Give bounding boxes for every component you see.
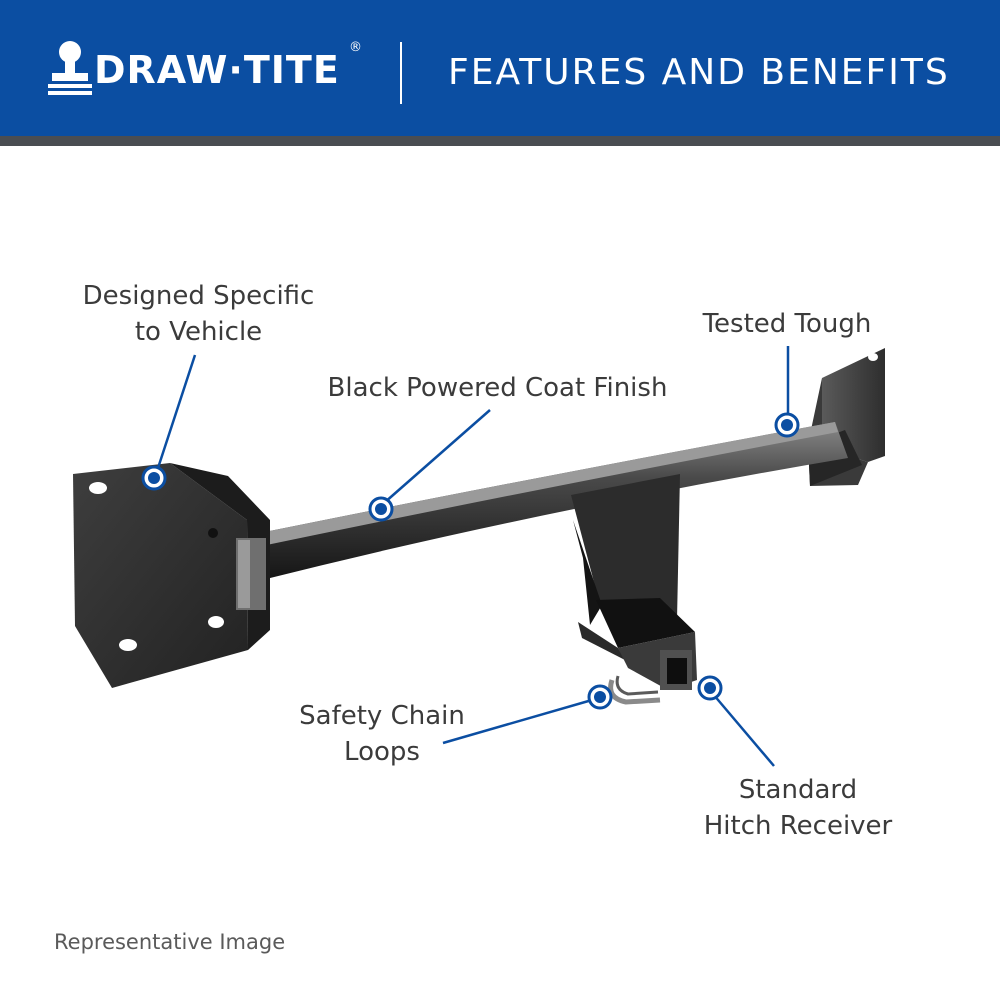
receiver-shank <box>571 474 697 690</box>
brand-name: DRAW·TITE <box>94 48 340 92</box>
callout-receiver-line1: Standard <box>738 775 858 805</box>
registered-mark: ® <box>349 40 362 55</box>
header-divider <box>400 42 402 104</box>
coat-finish-marker <box>368 496 394 522</box>
brand-logo: DRAW·TITE ® <box>46 40 371 102</box>
callout-safety-line1: Safety Chain <box>299 701 465 731</box>
callout-receiver-line2: Hitch Receiver <box>703 811 893 841</box>
safety-chain-loop <box>608 675 661 705</box>
callout-hitch-receiver: Standard Hitch Receiver <box>680 772 916 844</box>
right-mounting-bracket <box>808 348 885 486</box>
header-banner <box>0 0 1000 136</box>
callout-safety-chain: Safety Chain Loops <box>282 698 482 770</box>
callout-safety-line2: Loops <box>344 737 420 767</box>
header-accent-strip <box>0 136 1000 146</box>
callout-coat-finish: Black Powered Coat Finish <box>327 373 668 403</box>
callout-lines <box>156 346 790 767</box>
tested-tough-marker <box>774 412 800 438</box>
trailer-ball-icon <box>48 41 92 95</box>
designed-specific-marker <box>141 465 167 491</box>
callout-designed-specific: Designed Specific to Vehicle <box>56 278 341 350</box>
left-mounting-bracket <box>73 463 270 688</box>
callout-designed-line2: to Vehicle <box>134 317 263 347</box>
representative-image-note: Representative Image <box>54 930 286 954</box>
cross-tube <box>250 422 848 580</box>
callout-designed-line1: Designed Specific <box>82 281 315 311</box>
callout-tested-tough: Tested Tough <box>702 309 872 339</box>
safety-chain-marker <box>587 684 613 710</box>
receiver-marker <box>697 675 723 701</box>
page-title: FEATURES AND BENEFITS <box>448 52 950 93</box>
